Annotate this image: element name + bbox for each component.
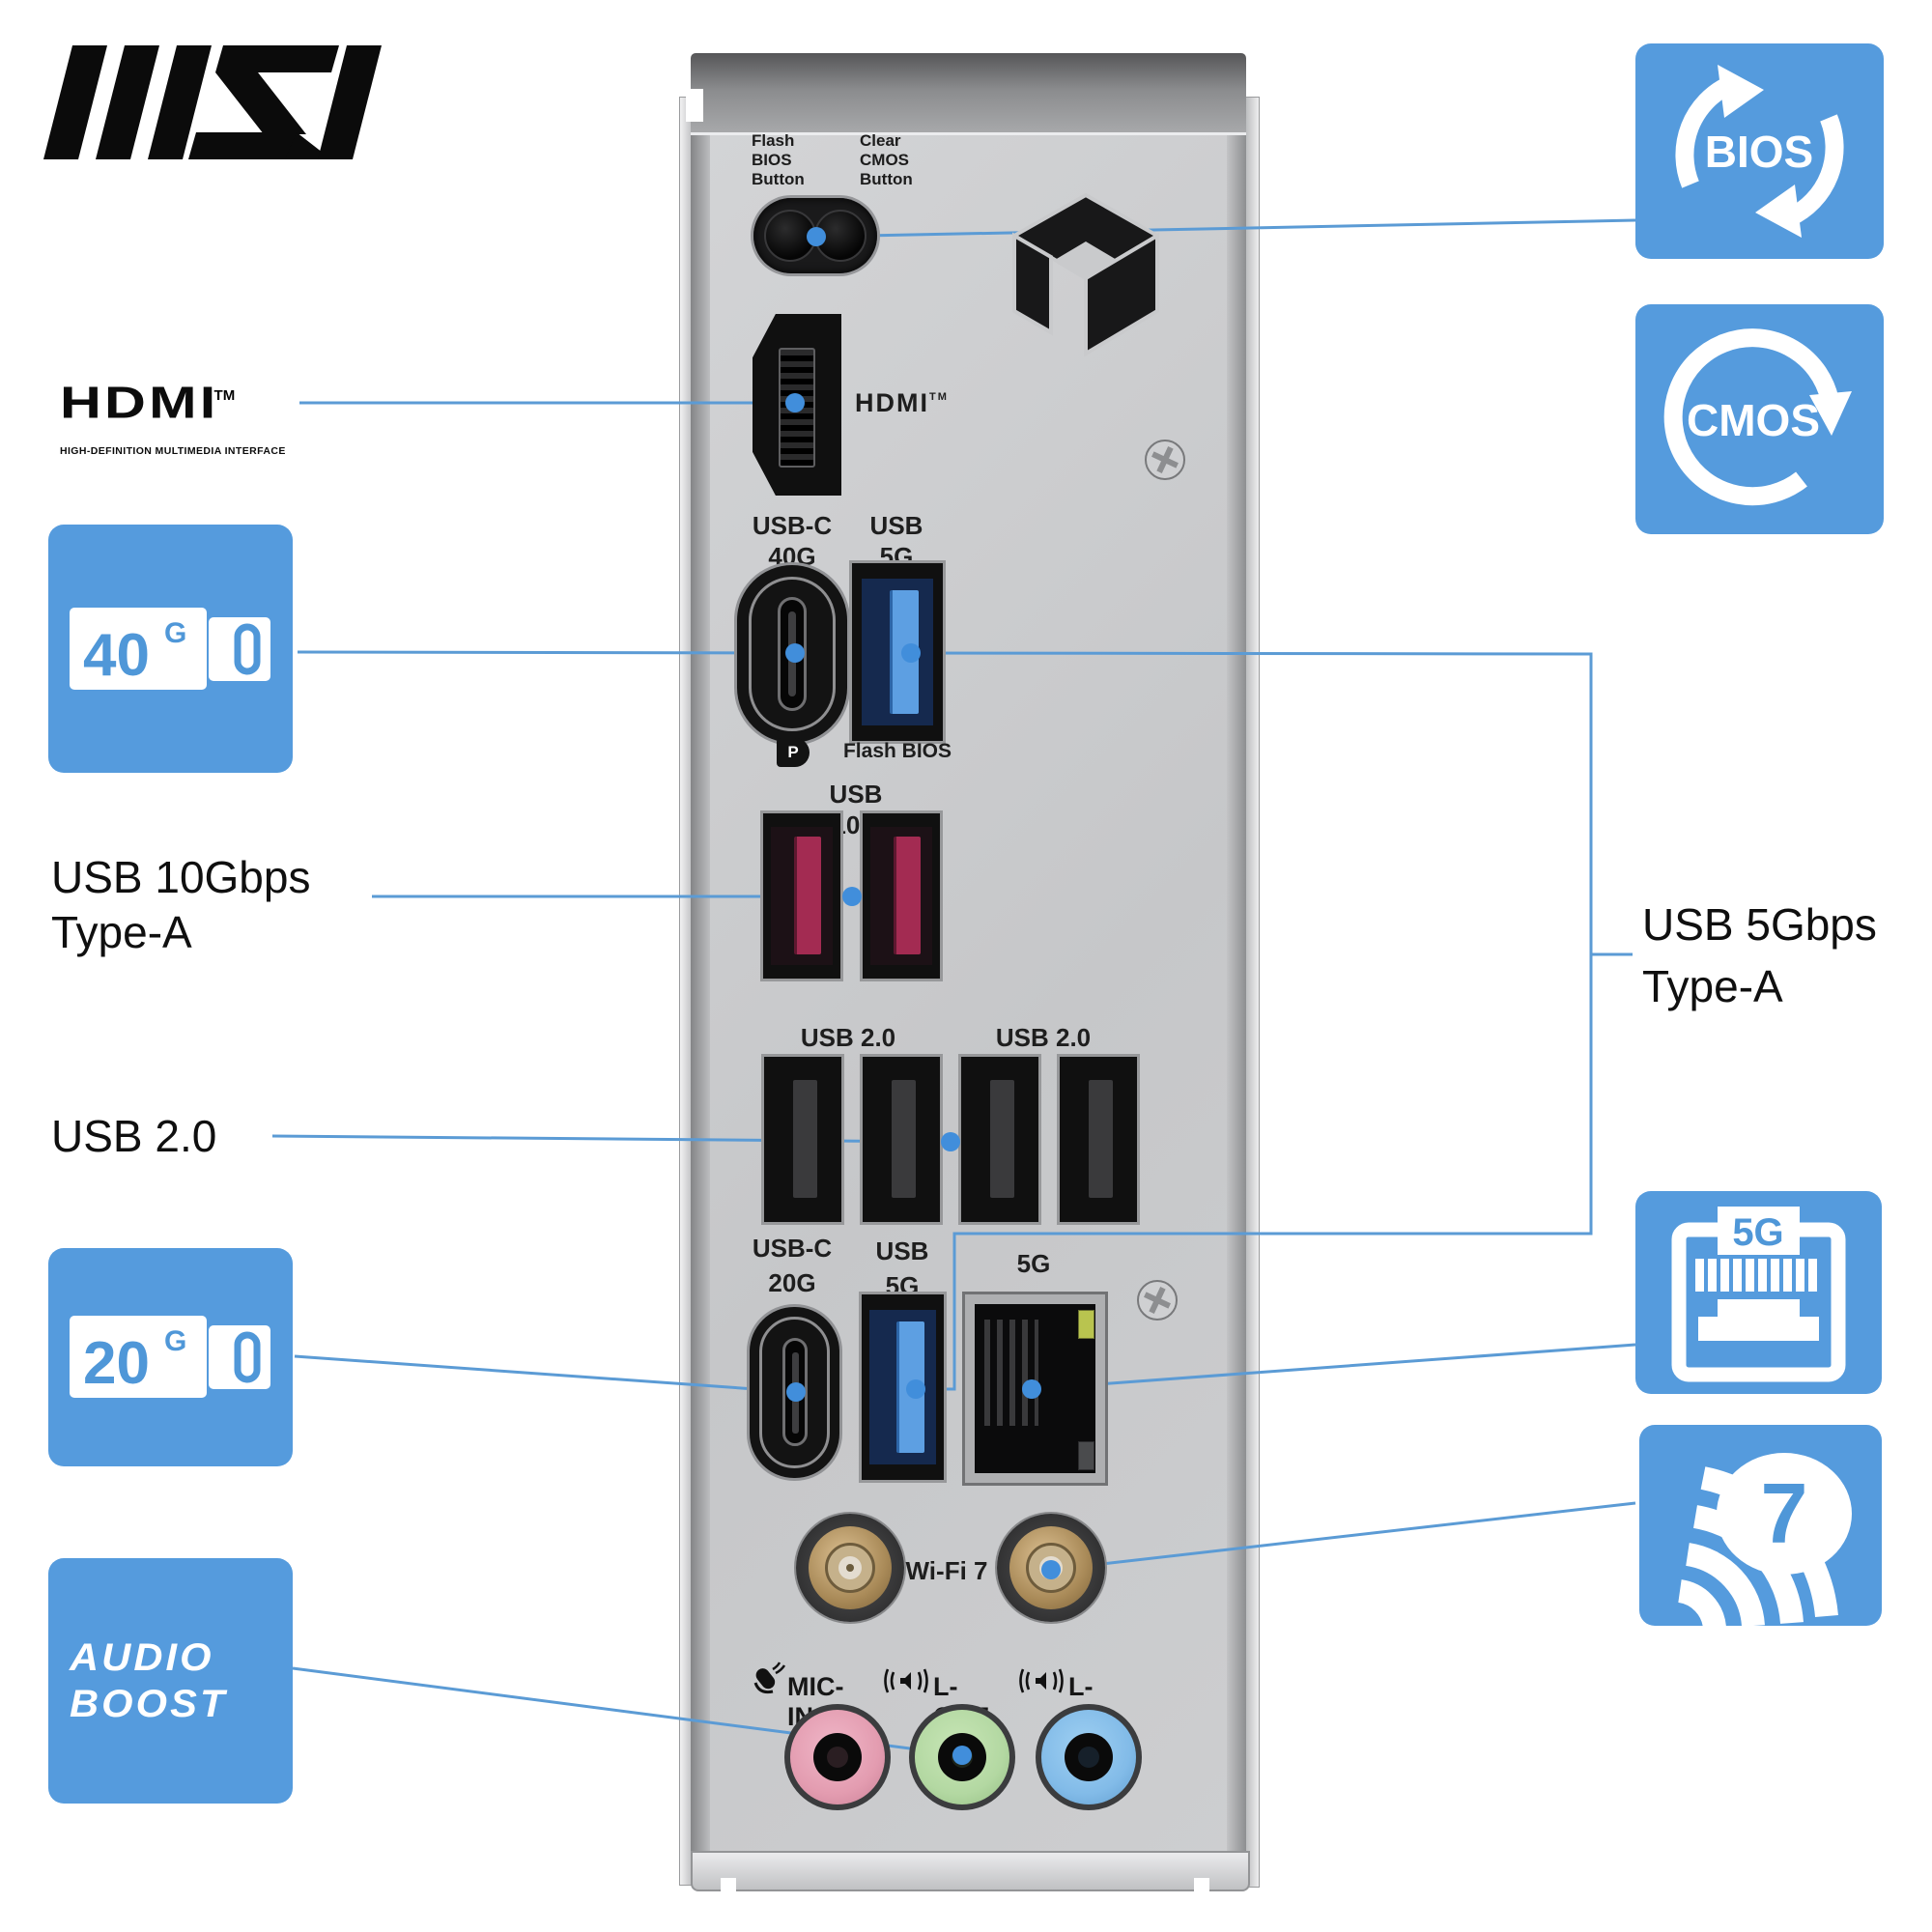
bios-icon-text: BIOS xyxy=(1705,127,1813,177)
lan-5g-icon: 5G xyxy=(1671,1207,1846,1382)
callout-audio-boost-box: AUDIO BOOST xyxy=(48,1558,293,1804)
ethernet-led-2 xyxy=(1078,1441,1094,1470)
callout-40g-box: 40 G xyxy=(48,525,293,773)
mic-in-jack xyxy=(784,1704,891,1810)
panel-bottom-notch-left xyxy=(721,1878,736,1891)
displayport-logo: P xyxy=(777,738,810,767)
line-in-icon xyxy=(1019,1668,1064,1693)
callout-usb20-text: USB 2.0 xyxy=(51,1111,217,1161)
hdmi-logo: HDMI TM HIGH-DEFINITION MULTIMEDIA INTER… xyxy=(60,377,350,457)
wifi7-icon: 7 xyxy=(1677,1453,1852,1626)
usb-10g-tongue-1 xyxy=(794,837,821,954)
callout-20g-unit: G xyxy=(164,1325,186,1357)
usb-5g-bottom-port xyxy=(862,1294,944,1480)
usb2-port-2 xyxy=(863,1057,940,1222)
wifi-7-label: Wi-Fi 7 xyxy=(905,1556,988,1585)
usb2-port-1 xyxy=(764,1057,841,1222)
line-out-icon xyxy=(884,1668,928,1693)
usb2-port-3 xyxy=(961,1057,1038,1222)
hdmi-port-label: HDMITM xyxy=(855,388,949,417)
flash-bios-port-label: Flash BIOS xyxy=(842,740,952,762)
usb-10g-port-1 xyxy=(763,813,840,979)
screw-top xyxy=(1145,440,1185,480)
usb-5g-top-port xyxy=(852,563,943,741)
audio-boost-line2: BOOST xyxy=(70,1683,228,1725)
callout-40g-unit: G xyxy=(164,617,186,649)
callout-usb5g-text: USB 5Gbps Type-A xyxy=(1642,899,1877,1011)
panel-bottom-notch-right xyxy=(1194,1878,1209,1891)
hdmi-logo-tm: TM xyxy=(213,387,236,404)
panel-top-seam xyxy=(691,132,1246,136)
wifi-antenna-1 xyxy=(796,1514,904,1622)
callout-lan-5g-box: 5G xyxy=(1635,1191,1882,1394)
panel-bottom-lip xyxy=(691,1851,1250,1891)
msi-cube-emblem xyxy=(1012,193,1159,357)
msi-logo xyxy=(43,45,382,159)
ethernet-port xyxy=(962,1292,1108,1486)
usb-10g-tongue-2 xyxy=(894,837,921,954)
wifi7-icon-number: 7 xyxy=(1761,1465,1808,1561)
usb2-label-1: USB 2.0 xyxy=(800,1023,896,1052)
mic-icon xyxy=(753,1662,786,1694)
callout-20g-box: 20 G xyxy=(48,1248,293,1466)
cmos-icon-text: CMOS xyxy=(1687,395,1820,445)
panel-top-cap xyxy=(691,53,1246,135)
panel-top-notch xyxy=(686,89,703,122)
panel-right-edge xyxy=(1227,135,1246,1853)
hdmi-logo-text: HDMI xyxy=(60,377,219,428)
usb2-label-2: USB 2.0 xyxy=(995,1023,1092,1052)
screw-bottom xyxy=(1137,1280,1178,1321)
hdmi-logo-tagline: HIGH-DEFINITION MULTIMEDIA INTERFACE xyxy=(60,445,286,457)
lan-5g-icon-text: 5G xyxy=(1732,1211,1783,1254)
usb-10g-port-2 xyxy=(863,813,940,979)
panel-left-edge xyxy=(691,135,710,1853)
callout-cmos-box: CMOS xyxy=(1635,304,1884,534)
usb2-port-4 xyxy=(1060,1057,1137,1222)
callout-bios-box: BIOS xyxy=(1635,43,1884,259)
callout-20g-value: 20 xyxy=(83,1330,150,1397)
callout-40g-value: 40 xyxy=(83,622,150,689)
lan-5g-label: 5G xyxy=(1016,1249,1051,1278)
callout-usb10g-text: USB 10Gbps Type-A xyxy=(51,852,311,957)
callout-wifi7-box: 7 xyxy=(1639,1425,1882,1626)
line-in-jack xyxy=(1036,1704,1142,1810)
ethernet-led-green xyxy=(1078,1310,1094,1339)
audio-boost-line1: AUDIO xyxy=(70,1636,214,1679)
